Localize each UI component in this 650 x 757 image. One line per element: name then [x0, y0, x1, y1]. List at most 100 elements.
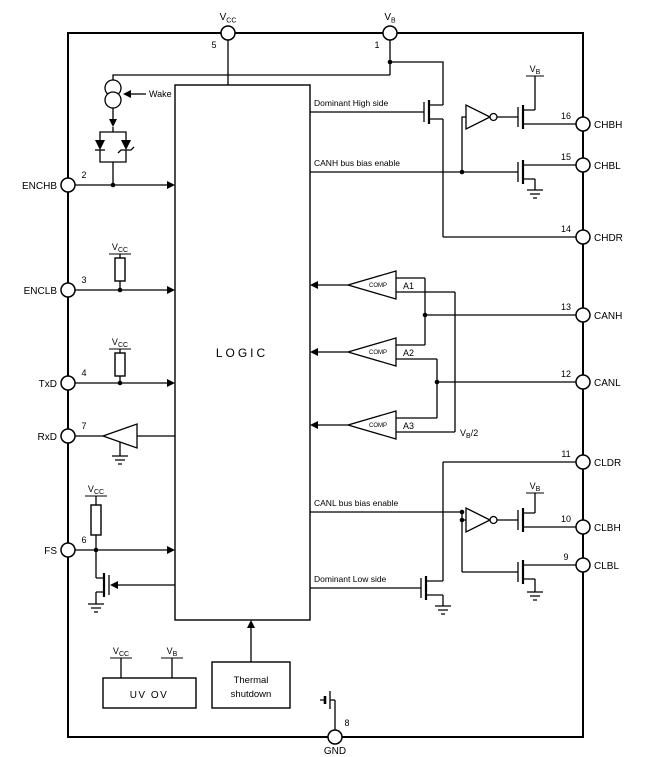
inverter-bottom-icon [465, 506, 492, 534]
mosfet-wires [523, 164, 576, 190]
arrow-a1-icon [310, 281, 318, 289]
pin-circle-5 [220, 25, 236, 41]
pin-name-clbl: CLBL [594, 561, 619, 572]
pin-number-12: 12 [561, 369, 571, 379]
pin-circle-12 [575, 374, 591, 390]
pin-name-rxd: RxD [38, 432, 57, 443]
mosfet-high-side [423, 100, 444, 237]
pin-circle-2 [60, 177, 76, 193]
thermal-shutdown-rect [211, 661, 291, 709]
ground-symbol-fs [88, 603, 104, 613]
thermal-shutdown-block: Thermal shutdown [211, 620, 291, 709]
pin-circle-8 [327, 729, 343, 745]
pin-number-10: 10 [561, 514, 571, 524]
wire-uvov-supplies [120, 658, 173, 678]
vcc-label-enclb: VCC [112, 242, 128, 254]
comparator-a1-label: A1 [403, 281, 414, 291]
ground-symbol-clbl [527, 591, 543, 601]
wake-circuit: Wake [95, 74, 390, 185]
high-side-section: Dominant High side CANH bus bias enable … [310, 64, 576, 238]
right-pins: 16 CHBH 15 CHBL 14 CHDR 13 CANH 12 CANL … [561, 111, 623, 573]
gnd-pin: 8 GND [320, 691, 350, 757]
comparator-a3-label: A3 [403, 421, 414, 431]
vb-label-clbh: VB [530, 481, 541, 493]
comparator-a1-icon [345, 270, 397, 300]
vcc-label-uvov: VCC [113, 646, 129, 658]
resistor-fs [90, 504, 102, 536]
pin-name-enclb: ENCLB [24, 286, 58, 297]
ground-symbol-low-side [435, 605, 451, 615]
pin-circle-11 [575, 454, 591, 470]
uv-ov-block: VCC VB UV OV [102, 646, 197, 709]
pin-circle-15 [575, 157, 591, 173]
mosfet-clbh: VB [517, 481, 576, 532]
uv-ov-label: UV OV [130, 690, 169, 701]
inverter-top-icon [465, 103, 492, 131]
pin-circle-3 [60, 282, 76, 298]
pin-circle-4 [60, 375, 76, 391]
wire-diode-top-rail [99, 127, 127, 140]
vb-label-chbh: VB [530, 64, 541, 76]
arrow-a2-icon [310, 348, 318, 356]
wire-diode-bottom-rail [99, 150, 127, 185]
thermal-label-line1: Thermal [234, 675, 269, 686]
junction-dot [117, 380, 123, 386]
mosfet-wires [523, 76, 576, 125]
arrow-enclb-icon [167, 286, 175, 294]
wire-wake-rail [112, 74, 390, 80]
vcc-label-fs: VCC [88, 484, 104, 496]
pin-number-11: 11 [561, 449, 570, 459]
vcc-pin-label: VCC [220, 12, 237, 25]
arrow-fs-icon [167, 546, 175, 554]
pin-number-8: 8 [344, 718, 349, 728]
pin-number-7: 7 [81, 421, 86, 431]
pin-number-9: 9 [563, 552, 568, 562]
vb-pin-label: VB [384, 12, 396, 25]
pin-circle-16 [575, 116, 591, 132]
arrow-enchb-icon [167, 181, 175, 189]
vcc-label-txd: VCC [112, 337, 128, 349]
pin-name-chbh: CHBH [594, 120, 622, 131]
vb-label-uvov: VB [167, 646, 178, 658]
pin-name-enchb: ENCHB [22, 181, 57, 192]
ground-symbol-rxd [112, 455, 128, 465]
mosfet-fs [88, 550, 175, 613]
mosfet-wires [523, 564, 576, 592]
pin-number-16: 16 [561, 111, 571, 121]
arrow-txd-icon [167, 379, 175, 387]
pin-number-5: 5 [211, 40, 216, 50]
ground-symbol-chbl [527, 189, 543, 199]
pin-circle-13 [575, 307, 591, 323]
mosfet-fs-wires [95, 550, 104, 604]
mosfet-clbl [462, 560, 576, 601]
pin-name-gnd: GND [324, 746, 346, 757]
pin-circle-10 [575, 519, 591, 535]
junction-dot [459, 517, 465, 523]
wire-vb-pin1 [389, 40, 444, 105]
comparator-a3-icon [345, 410, 397, 440]
comparator-a2-label: A2 [403, 348, 414, 358]
pin-name-fs: FS [44, 546, 57, 557]
pin-name-cldr: CLDR [594, 458, 621, 469]
pin-number-13: 13 [561, 302, 571, 312]
mosfet-wires [429, 104, 444, 237]
top-pins: VCC VB 5 1 [211, 12, 444, 105]
mosfet-chbh: VB [517, 64, 576, 129]
pin-number-14: 14 [561, 224, 571, 234]
pin-number-3: 3 [81, 275, 86, 285]
left-pins: ENCHB 2 VCC ENCLB 3 VCC TxD 4 RxD 7 [22, 170, 175, 613]
pin-number-2: 2 [81, 170, 86, 180]
uv-ov-rect [102, 677, 197, 709]
pin-circle-6 [60, 542, 76, 558]
comp-text: COMP [369, 283, 387, 289]
arrow-a3-icon [310, 421, 318, 429]
wake-label: Wake [149, 89, 172, 99]
pin-number-6: 6 [81, 535, 86, 545]
pin-circle-1 [382, 25, 398, 41]
canl-bias-label: CANL bus bias enable [314, 498, 399, 508]
thermal-label-line2: shutdown [231, 689, 272, 700]
inverter-bottom-bubble [489, 515, 498, 525]
pin-number-4: 4 [81, 368, 86, 378]
logic-rect [174, 84, 311, 621]
